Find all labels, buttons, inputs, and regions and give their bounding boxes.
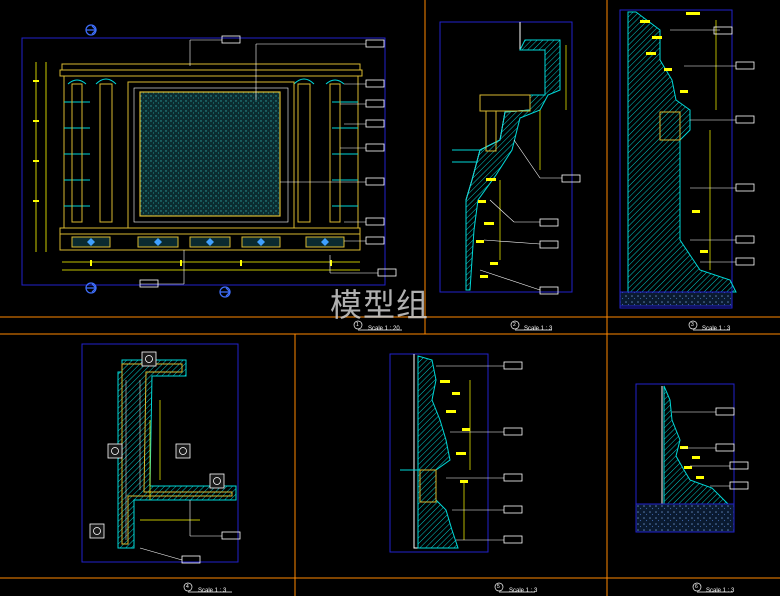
section-d-scale: Scale 1 : 3 (706, 588, 735, 594)
section-b-number: 3 (691, 322, 694, 328)
section-c-scale: Scale 1 : 3 (509, 588, 538, 594)
section-b-view (619, 9, 755, 309)
elevation-view (21, 24, 397, 298)
plan-view (81, 343, 241, 564)
section-c-view (389, 353, 523, 553)
section-a-number: 2 (513, 322, 516, 328)
watermark-text: 模型组 (330, 286, 430, 324)
section-d-view (635, 383, 749, 533)
section-a-view (439, 21, 581, 295)
section-b-scale: Scale 1 : 3 (702, 326, 731, 332)
plan-number: 4 (186, 584, 189, 590)
section-d-number: 6 (695, 584, 698, 590)
section-c-number: 5 (497, 584, 500, 590)
elevation-number: 1 (356, 322, 359, 328)
plan-scale: Scale 1 : 3 (198, 588, 227, 594)
elevation-scale: Scale 1 : 20 (368, 326, 400, 332)
section-a-scale: Scale 1 : 3 (524, 326, 553, 332)
